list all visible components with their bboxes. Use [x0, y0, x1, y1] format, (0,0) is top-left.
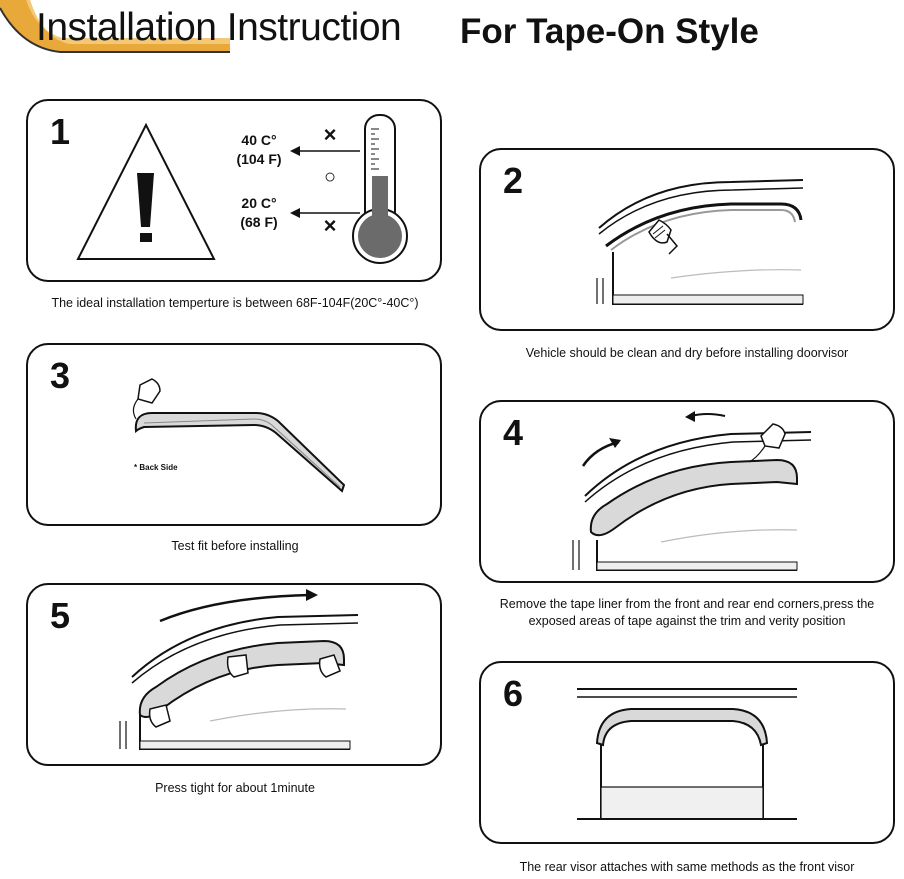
step-6-panel: 6: [479, 661, 895, 844]
page-title: Installation Instruction: [36, 6, 402, 49]
step-6-illustration: [577, 688, 797, 820]
step-1-caption: The ideal installation temperture is bet…: [51, 296, 419, 310]
step-1-panel: 1 40 C° (104 F) 2: [26, 99, 442, 282]
step-3-illustration: [132, 378, 346, 493]
high-temp-label: 40 C° (104 F): [236, 132, 282, 167]
too-hot-mark: ×: [323, 122, 337, 147]
hand-peel-icon: [132, 378, 161, 420]
step-3-number: 3: [50, 355, 71, 396]
hand-peel-icon: [748, 423, 786, 463]
step-2-illustration: [596, 179, 804, 305]
step-5-panel: 5: [26, 583, 442, 766]
step-1-number: 1: [50, 111, 71, 152]
cleaning-cloth-icon: [648, 219, 679, 255]
step-5-illustration: [119, 589, 359, 750]
header-accent-tab: [0, 0, 230, 53]
ideal-mark: ○: [323, 166, 337, 188]
rear-visor-icon: [595, 708, 769, 747]
step-3-panel: 3 * Back Side: [26, 343, 442, 526]
step-4-illustration: [572, 411, 812, 571]
step-4-caption: Remove the tape liner from the front and…: [499, 597, 875, 628]
warning-triangle-icon: [76, 122, 216, 260]
step-2-panel: 2: [479, 148, 895, 331]
step-3-caption: Test fit before installing: [171, 539, 299, 553]
step-2-caption: Vehicle should be clean and dry before i…: [525, 346, 849, 360]
arrow-icon: [159, 589, 318, 623]
too-cold-mark: ×: [323, 213, 337, 238]
step-6-number: 6: [503, 673, 524, 714]
step-6-caption: The rear visor attaches with same method…: [519, 860, 855, 874]
thermometer-icon: [290, 114, 408, 264]
step-1-illustration: [76, 114, 408, 264]
step-2-number: 2: [503, 160, 524, 201]
step-5-number: 5: [50, 595, 71, 636]
step-5-caption: Press tight for about 1minute: [155, 781, 315, 795]
low-temp-label: 20 C° (68 F): [240, 195, 278, 230]
hand-press-icon: [148, 654, 341, 728]
arrow-icon: [581, 411, 726, 467]
page-subtitle: For Tape-On Style: [460, 12, 759, 51]
step-4-number: 4: [503, 412, 524, 453]
back-side-note: * Back Side: [134, 463, 178, 472]
step-4-panel: 4: [479, 400, 895, 583]
